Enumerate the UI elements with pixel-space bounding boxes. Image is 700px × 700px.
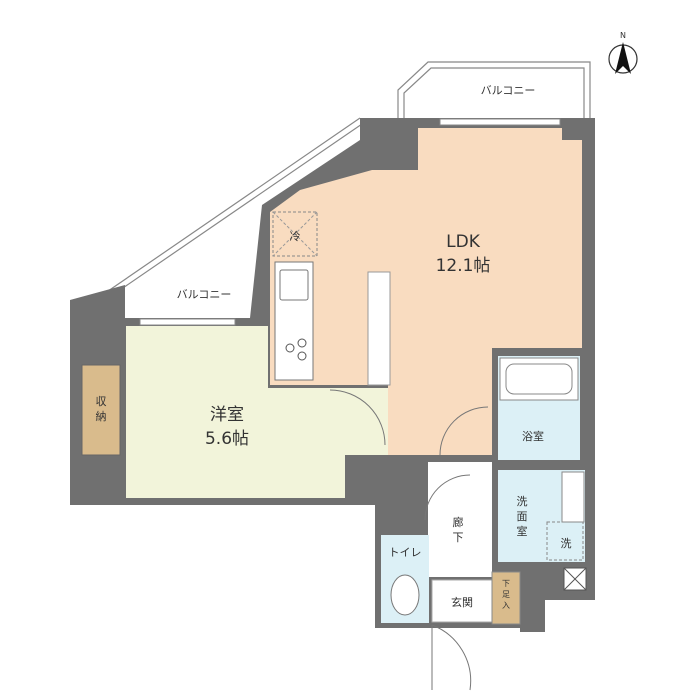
storage-label-1: 収 (96, 395, 107, 408)
toilet-label: トイレ (389, 546, 422, 559)
balcony-top-label: バルコニー (481, 84, 536, 97)
hall-label-1: 廊 (453, 515, 464, 529)
entrance (431, 579, 493, 623)
hall-label-2: 下 (453, 531, 464, 544)
room-ldk (270, 128, 582, 455)
room-western (126, 326, 388, 498)
toilet-bowl (390, 574, 420, 616)
bathtub (499, 357, 579, 401)
fridge-label: 冷 (290, 230, 301, 243)
shoe-box-label-1: 下 (502, 579, 510, 588)
kitchen-counter (274, 261, 314, 381)
door-swings (329, 389, 489, 691)
shoe-box-label-3: 入 (502, 601, 510, 610)
hallway (428, 462, 492, 577)
fridge-space (272, 211, 318, 257)
washer-label: 洗 (561, 537, 572, 550)
washroom-label-2: 面 (517, 510, 528, 523)
balcony-left-label: バルコニー (177, 288, 232, 301)
entrance-label: 玄関 (451, 595, 473, 609)
balcony-top (397, 61, 591, 118)
storage-closet (81, 364, 121, 456)
ldk-size: 12.1帖 (436, 256, 491, 276)
washer-space (546, 521, 584, 561)
washroom-label-1: 洗 (517, 495, 528, 508)
partition-wall (367, 271, 391, 386)
bath-label: 浴室 (522, 429, 544, 443)
north-compass-icon: N (608, 31, 638, 74)
western-room-label: 洋室 (210, 405, 244, 425)
shoe-box-label-2: 足 (502, 590, 510, 599)
compass-label: N (620, 31, 626, 40)
stove-icon (285, 338, 307, 361)
western-room-size: 5.6帖 (205, 429, 249, 449)
wash-basin (561, 471, 585, 523)
shoe-cabinet (491, 571, 521, 625)
ldk-label: LDK (446, 232, 481, 252)
sink (279, 269, 309, 301)
washroom-label-3: 室 (517, 524, 528, 538)
storage-label-2: 納 (96, 410, 107, 423)
